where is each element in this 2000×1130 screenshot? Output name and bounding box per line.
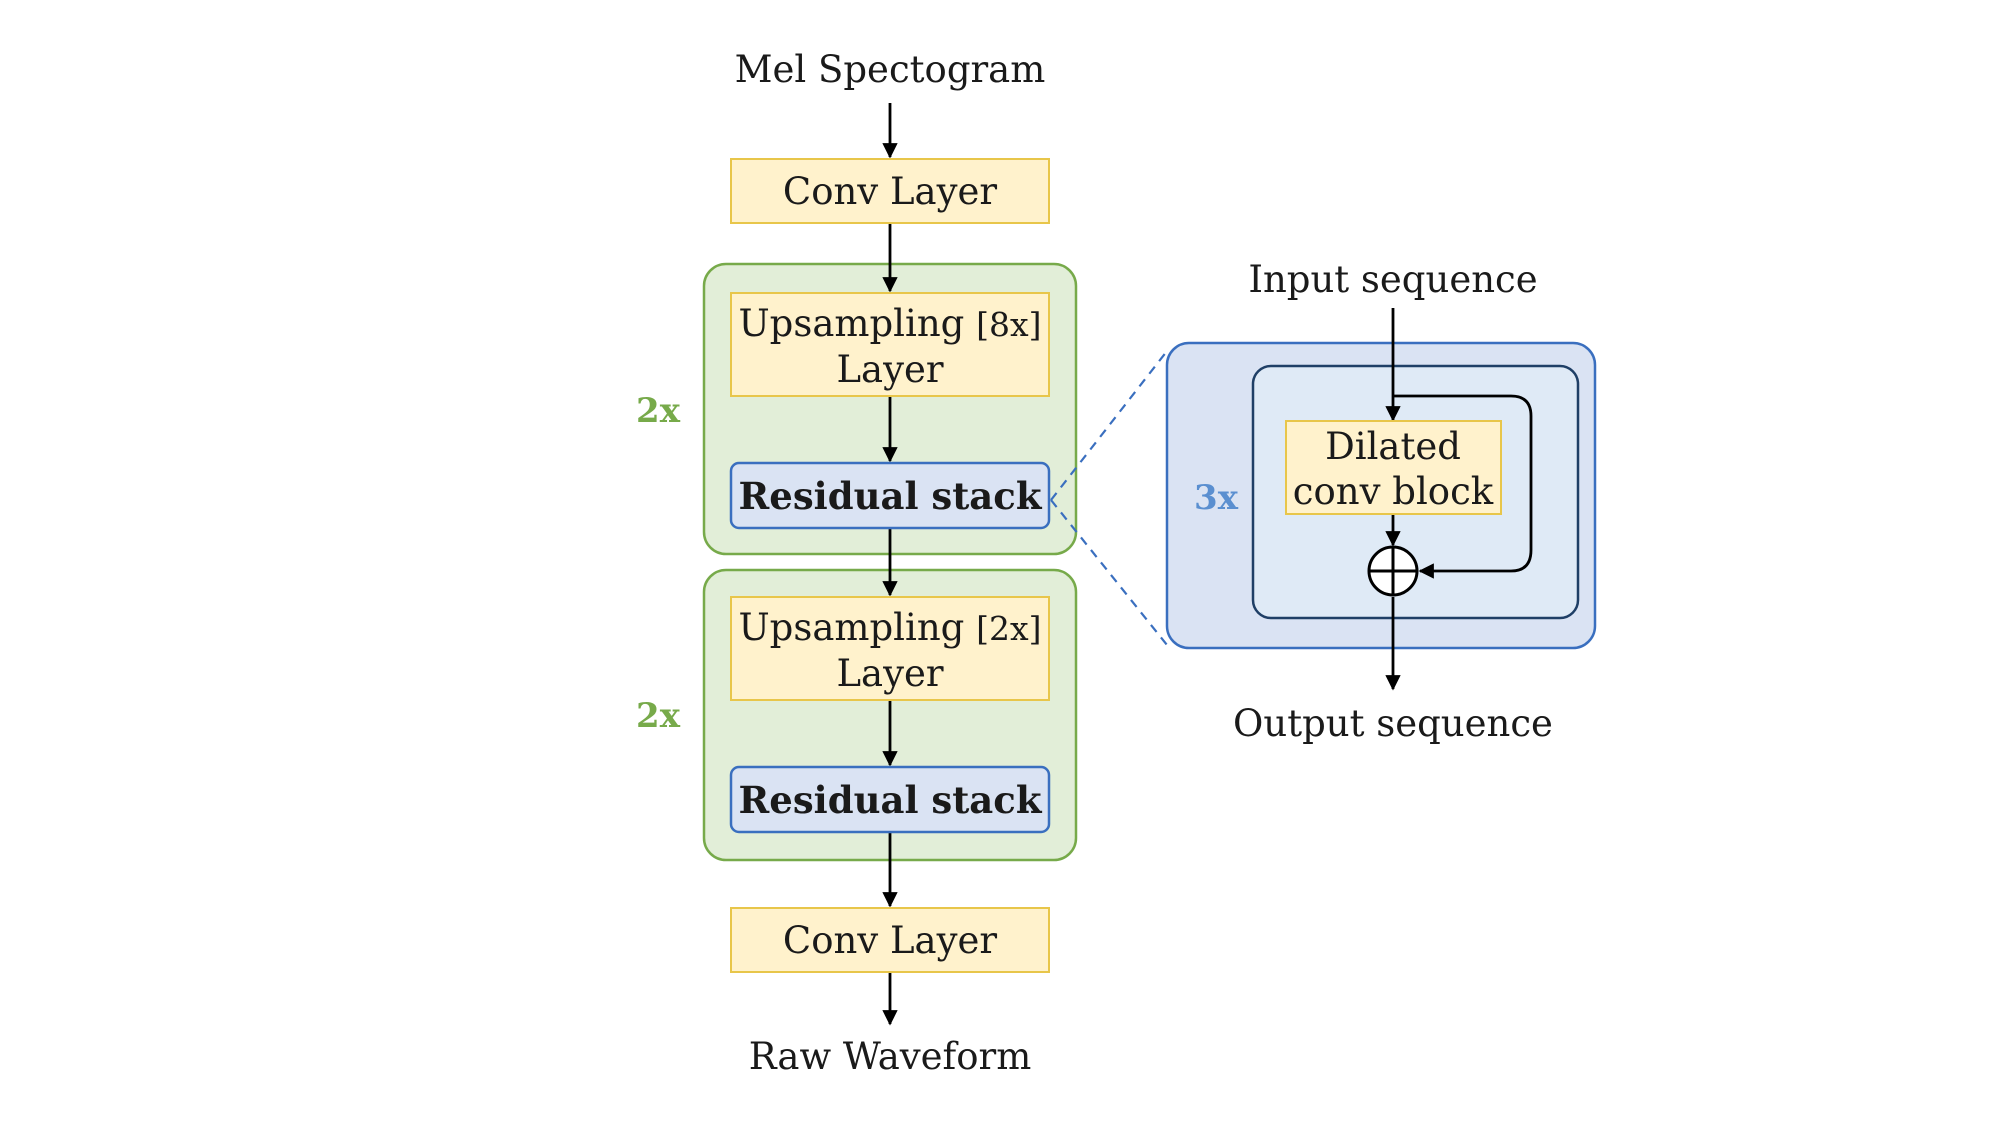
residual2-box [729, 765, 1051, 834]
upsample2-label: Upsampling [739, 606, 965, 649]
upsample2-label-line2: Layer [836, 652, 943, 695]
conv-in-label: Conv Layer [783, 170, 998, 213]
block1-multiplier: 2x [636, 391, 681, 431]
conv-out-label: Conv Layer [783, 919, 998, 962]
plus-circle-icon [1367, 545, 1419, 597]
upsample2-factor: [2x] [976, 609, 1041, 648]
upsample1-factor: [8x] [976, 305, 1041, 344]
dilated-conv-box [1285, 420, 1502, 515]
output-label: Raw Waveform [749, 1035, 1032, 1078]
conv-out-box [730, 907, 1050, 973]
upsample1-label: Upsampling [739, 302, 965, 345]
upsample1-label-line2: Layer [836, 348, 943, 391]
residual1-box [729, 461, 1051, 530]
input-label: Mel Spectogram [735, 48, 1046, 91]
conv-in-box [730, 158, 1050, 224]
upsample1-box [730, 292, 1050, 397]
dilated-label-line1: Dilated [1325, 425, 1461, 468]
detail-input-label: Input sequence [1248, 258, 1537, 301]
detail-output-label: Output sequence [1233, 702, 1553, 745]
skip-connection-path [1393, 394, 1533, 579]
upsample2-label-line1: Upsampling [2x] [739, 606, 1042, 649]
residual2-label: Residual stack [739, 778, 1043, 822]
detail-multiplier: 3x [1194, 478, 1239, 518]
block2-multiplier: 2x [636, 696, 681, 736]
upsample1-label-line1: Upsampling [8x] [739, 302, 1042, 345]
dilated-label-line2: conv block [1293, 470, 1494, 513]
upsample2-box [730, 596, 1050, 701]
residual1-label: Residual stack [739, 474, 1043, 518]
